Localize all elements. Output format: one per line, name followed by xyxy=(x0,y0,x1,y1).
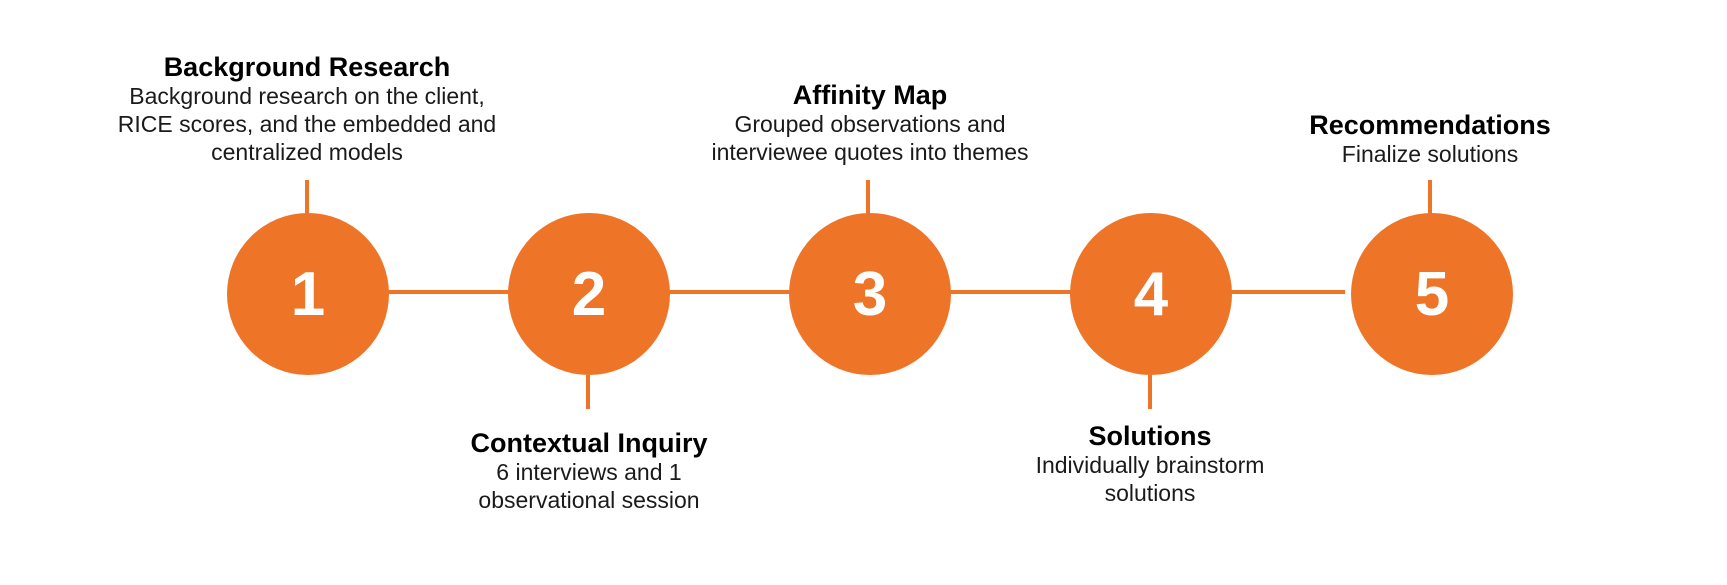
step-1-tick xyxy=(305,180,309,214)
step-3-number: 3 xyxy=(852,259,888,329)
step-1-description-line-2: RICE scores, and the embedded and xyxy=(117,111,497,137)
step-1-description-line-3: centralized models xyxy=(211,139,403,165)
step-1-label: Background Research Background research … xyxy=(87,52,527,166)
step-2-tick xyxy=(586,375,590,409)
step-1-description-line-1: Background research on the client, xyxy=(129,83,485,109)
step-5-description-line-1: Finalize solutions xyxy=(1341,141,1519,167)
step-5-number: 5 xyxy=(1414,259,1450,329)
step-4-tick xyxy=(1148,375,1152,409)
step-2-number: 2 xyxy=(571,259,607,329)
step-3-description-line-1: Grouped observations and xyxy=(734,111,1006,137)
step-3-circle: 3 xyxy=(789,213,951,375)
step-3-tick xyxy=(866,180,870,214)
step-4-description-line-1: Individually brainstorm xyxy=(1035,452,1265,478)
step-2-description-line-1: 6 interviews and 1 xyxy=(496,459,682,485)
step-1-title: Background Research xyxy=(163,52,451,82)
step-4-description-line-2: solutions xyxy=(1104,480,1196,506)
step-2-circle: 2 xyxy=(508,213,670,375)
step-5-label: Recommendations Finalize solutions xyxy=(1210,110,1650,168)
step-5-tick xyxy=(1428,180,1432,214)
step-4-number: 4 xyxy=(1133,259,1169,329)
step-3-label: Affinity Map Grouped observations and in… xyxy=(650,80,1090,166)
step-2-label: Contextual Inquiry 6 interviews and 1 ob… xyxy=(369,428,809,514)
step-2-title: Contextual Inquiry xyxy=(470,428,708,458)
step-1-number: 1 xyxy=(290,259,326,329)
step-4-label: Solutions Individually brainstorm soluti… xyxy=(930,421,1370,507)
step-3-description-line-2: interviewee quotes into themes xyxy=(711,139,1029,165)
step-5-title: Recommendations xyxy=(1309,110,1551,140)
step-5-circle: 5 xyxy=(1351,213,1513,375)
step-4-title: Solutions xyxy=(1088,421,1212,451)
step-4-circle: 4 xyxy=(1070,213,1232,375)
step-1-circle: 1 xyxy=(227,213,389,375)
step-2-description-line-2: observational session xyxy=(478,487,700,513)
step-3-title: Affinity Map xyxy=(792,80,948,110)
